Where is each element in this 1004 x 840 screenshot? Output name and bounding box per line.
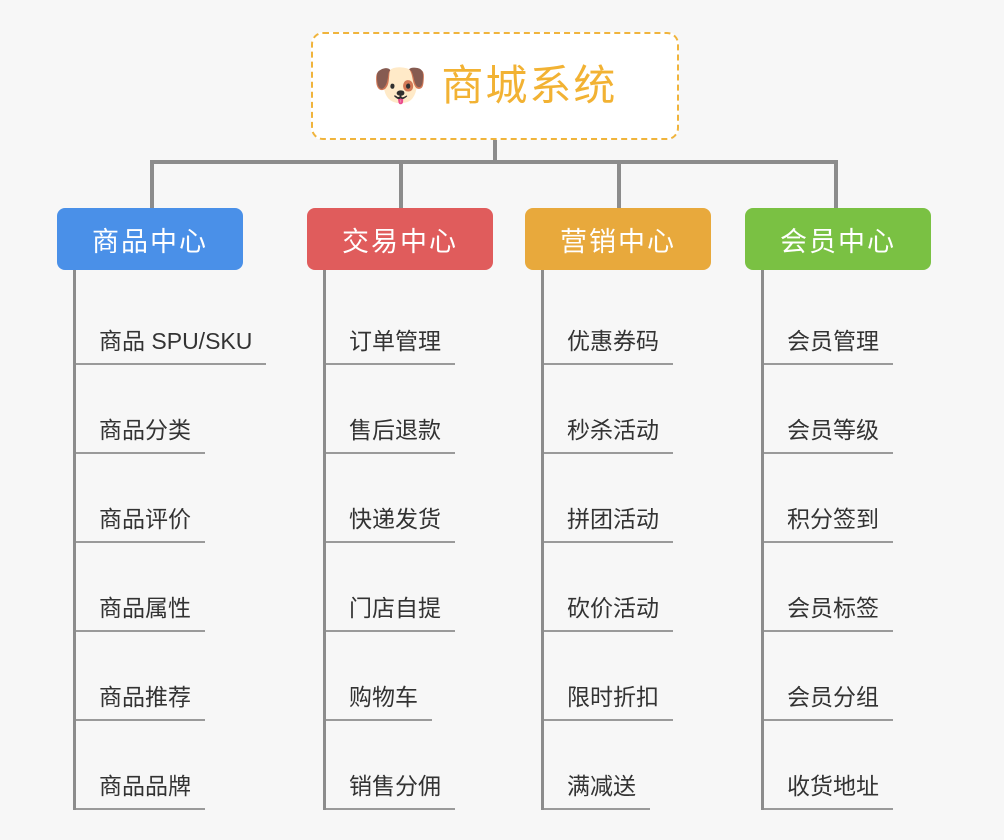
branch-body: 商品 SPU/SKU 商品分类 商品评价 商品属性 商品推荐 商品品牌 [73,270,267,810]
list-item[interactable]: 快递发货 [323,454,493,543]
list-item[interactable]: 限时折扣 [541,632,711,721]
list-item[interactable]: 商品品牌 [73,721,243,810]
dog-face-icon: 🐶 [372,61,428,110]
branch-header-marketing-center[interactable]: 营销中心 [525,208,711,270]
leaf-list: 优惠券码 秒杀活动 拼团活动 砍价活动 限时折扣 满减送 [541,276,711,810]
leaf-label: 快递发货 [323,505,455,543]
root-node[interactable]: 🐶 商城系统 [311,32,679,140]
list-item[interactable]: 积分签到 [761,454,931,543]
leaf-label: 收货地址 [761,772,893,810]
leaf-label: 满减送 [541,772,650,810]
branch-header-trade-center[interactable]: 交易中心 [307,208,493,270]
list-item[interactable]: 售后退款 [323,365,493,454]
list-item[interactable]: 门店自提 [323,543,493,632]
leaf-label: 会员等级 [761,416,893,454]
leaf-label: 商品评价 [73,505,205,543]
connector-root-stem [493,140,497,162]
branch-product-center: 商品中心 商品 SPU/SKU 商品分类 商品评价 商品属性 商品推荐 商品品牌 [57,208,267,810]
branch-title: 交易中心 [342,226,458,257]
leaf-label: 售后退款 [323,416,455,454]
leaf-label: 商品品牌 [73,772,205,810]
list-item[interactable]: 商品分类 [73,365,243,454]
leaf-list: 商品 SPU/SKU 商品分类 商品评价 商品属性 商品推荐 商品品牌 [73,276,267,810]
list-item[interactable]: 会员管理 [761,276,931,365]
branch-spine [761,270,764,810]
leaf-label: 购物车 [323,683,432,721]
leaf-label: 订单管理 [323,327,455,365]
branch-title: 商品中心 [92,226,208,257]
connector-horizontal-bar [150,160,838,164]
connector-drop-2 [399,160,403,208]
branch-member-center: 会员中心 会员管理 会员等级 积分签到 会员标签 会员分组 收货地址 [745,208,931,810]
leaf-list: 会员管理 会员等级 积分签到 会员标签 会员分组 收货地址 [761,276,931,810]
list-item[interactable]: 优惠券码 [541,276,711,365]
leaf-label: 门店自提 [323,594,455,632]
leaf-label: 销售分佣 [323,772,455,810]
leaf-label: 积分签到 [761,505,893,543]
list-item[interactable]: 会员标签 [761,543,931,632]
branch-body: 优惠券码 秒杀活动 拼团活动 砍价活动 限时折扣 满减送 [541,270,711,810]
list-item[interactable]: 砍价活动 [541,543,711,632]
branch-title: 会员中心 [780,226,896,257]
list-item[interactable]: 会员分组 [761,632,931,721]
branch-body: 订单管理 售后退款 快递发货 门店自提 购物车 销售分佣 [323,270,493,810]
leaf-label: 商品分类 [73,416,205,454]
leaf-label: 会员分组 [761,683,893,721]
leaf-label: 砍价活动 [541,594,673,632]
branch-spine [541,270,544,810]
branch-spine [73,270,76,810]
leaf-label: 商品 SPU/SKU [73,327,267,365]
list-item[interactable]: 商品属性 [73,543,243,632]
leaf-label: 秒杀活动 [541,416,673,454]
branch-marketing-center: 营销中心 优惠券码 秒杀活动 拼团活动 砍价活动 限时折扣 满减送 [525,208,711,810]
leaf-label: 商品属性 [73,594,205,632]
connector-drop-1 [150,160,154,208]
leaf-label: 拼团活动 [541,505,673,543]
list-item[interactable]: 商品评价 [73,454,243,543]
leaf-label: 商品推荐 [73,683,205,721]
branch-header-member-center[interactable]: 会员中心 [745,208,931,270]
leaf-list: 订单管理 售后退款 快递发货 门店自提 购物车 销售分佣 [323,276,493,810]
leaf-label: 会员管理 [761,327,893,365]
root-title: 商城系统 [441,62,618,109]
list-item[interactable]: 销售分佣 [323,721,493,810]
list-item[interactable]: 秒杀活动 [541,365,711,454]
list-item[interactable]: 订单管理 [323,276,493,365]
branch-spine [323,270,326,810]
connector-drop-3 [617,160,621,208]
leaf-label: 会员标签 [761,594,893,632]
list-item[interactable]: 收货地址 [761,721,931,810]
branch-title: 营销中心 [560,226,676,257]
list-item[interactable]: 商品 SPU/SKU [73,276,267,365]
list-item[interactable]: 会员等级 [761,365,931,454]
leaf-label: 优惠券码 [541,327,673,365]
connector-drop-4 [834,160,838,208]
list-item[interactable]: 满减送 [541,721,711,810]
list-item[interactable]: 购物车 [323,632,493,721]
branch-header-product-center[interactable]: 商品中心 [57,208,243,270]
branch-body: 会员管理 会员等级 积分签到 会员标签 会员分组 收货地址 [761,270,931,810]
branch-trade-center: 交易中心 订单管理 售后退款 快递发货 门店自提 购物车 销售分佣 [307,208,493,810]
leaf-label: 限时折扣 [541,683,673,721]
list-item[interactable]: 拼团活动 [541,454,711,543]
list-item[interactable]: 商品推荐 [73,632,243,721]
